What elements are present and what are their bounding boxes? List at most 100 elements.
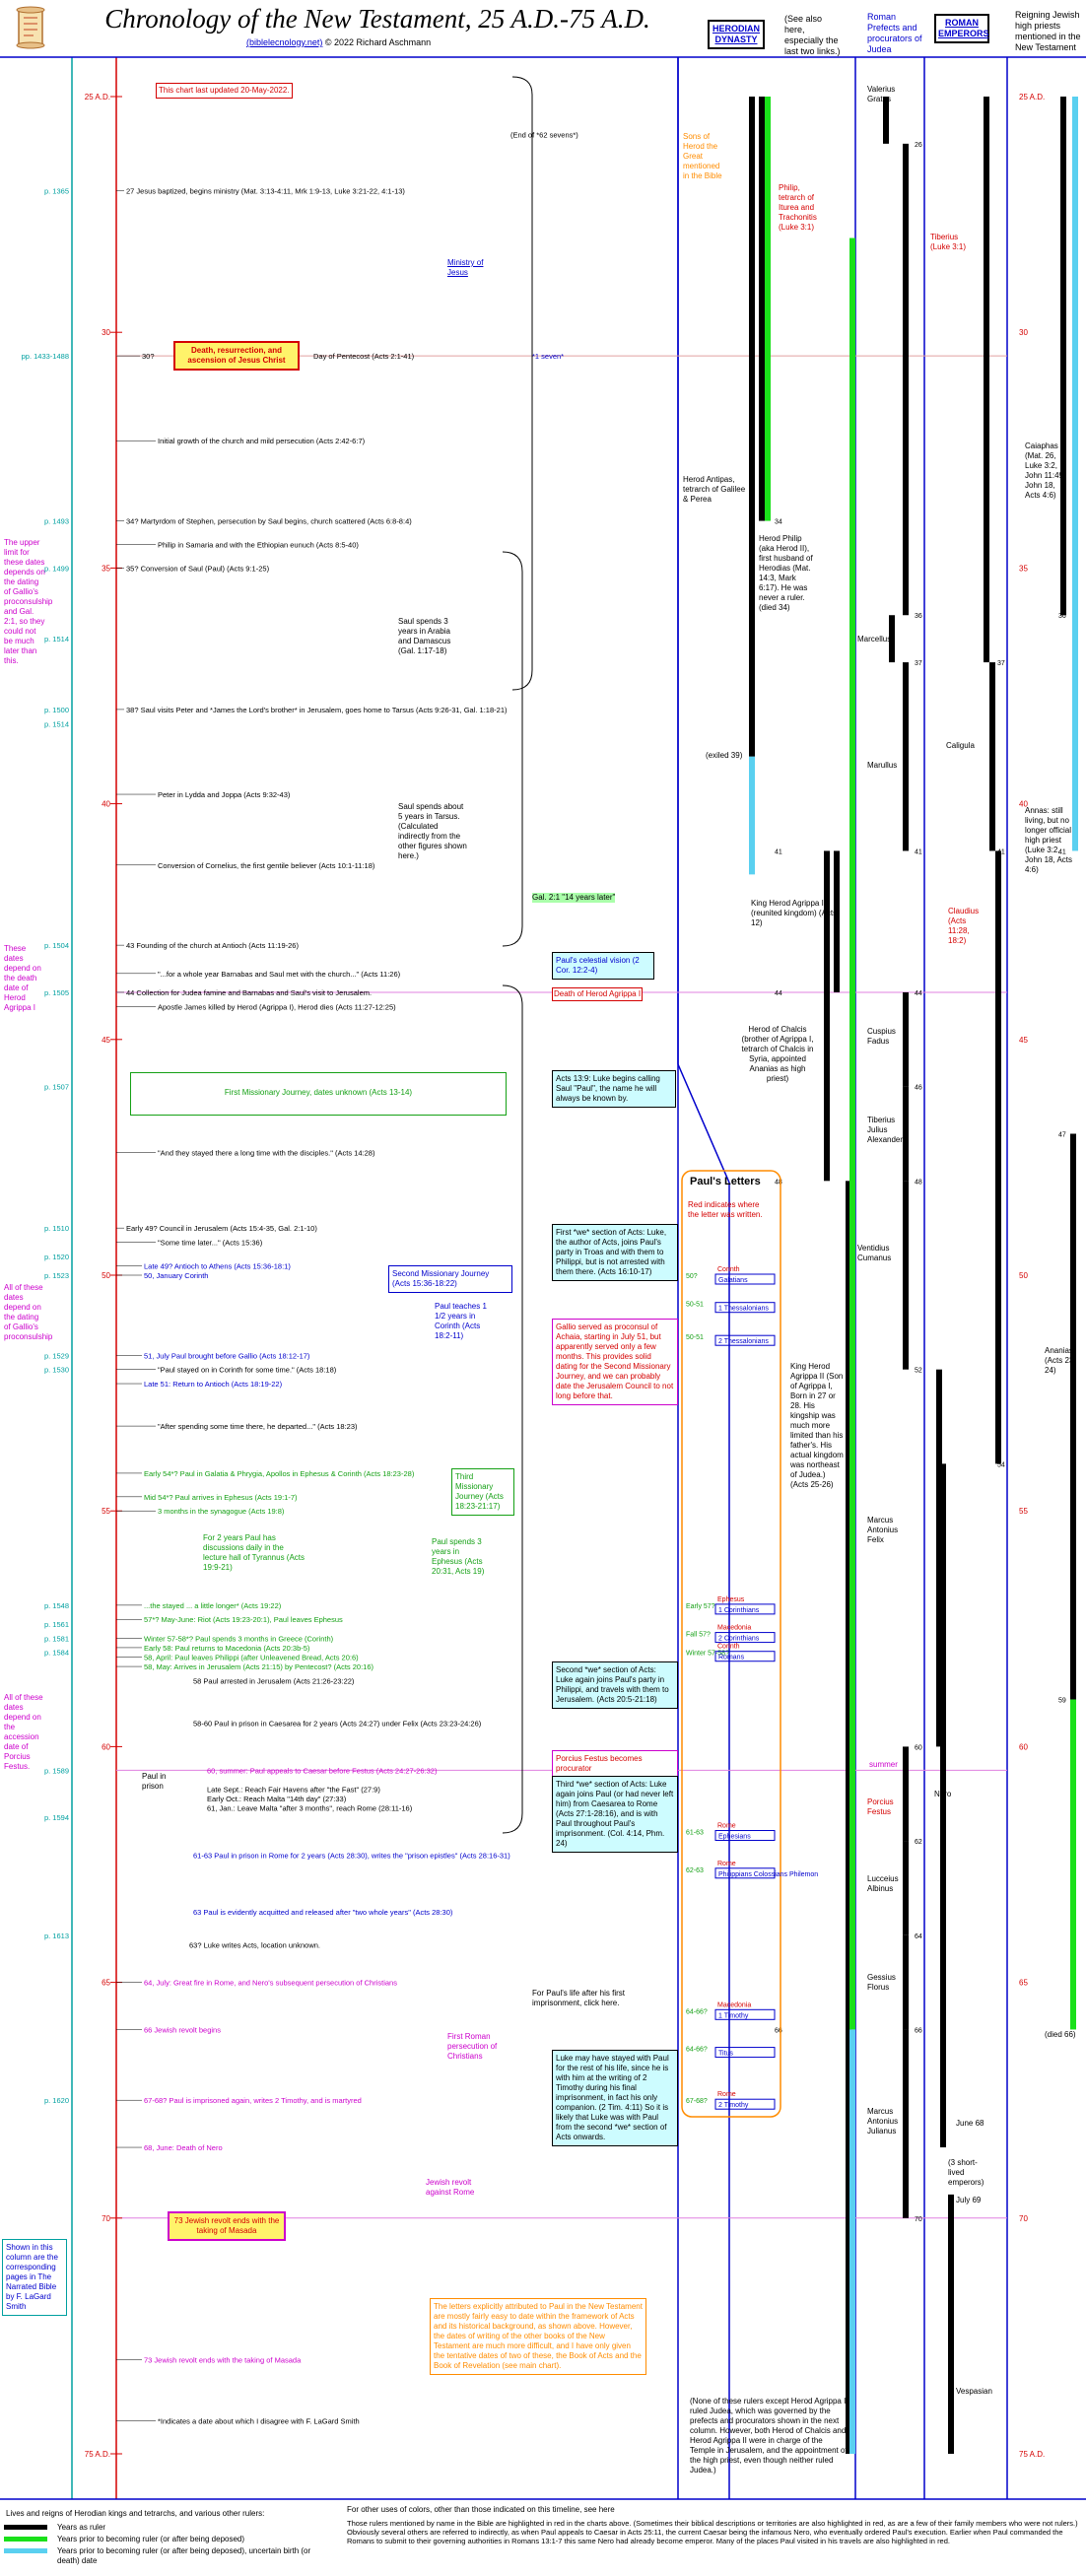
priest-ananias: Ananias (Acts 23, 24) xyxy=(1045,1346,1076,1375)
legend-row-1: Years as ruler xyxy=(57,2523,106,2532)
emperor-june68: June 68 xyxy=(956,2119,984,2128)
pauls-vision-box[interactable]: Paul's celestial vision (2 Cor. 12:2-4) xyxy=(552,952,654,980)
event-46: 68, June: Death of Nero xyxy=(144,2143,223,2152)
year-marker-prefect-13: 60 xyxy=(915,1744,922,1751)
event-48: 73 Jewish revolt ends with the taking of… xyxy=(144,2355,302,2364)
bar-caligula xyxy=(989,662,995,851)
event-22: "Paul stayed on in Corinth for some time… xyxy=(158,1366,337,1375)
year-marker-prefect-10: 46 xyxy=(915,1085,922,1092)
bar-valerius-gratus xyxy=(883,97,889,144)
agrippa-ii-note: King Herod Agrippa II (Son of Agrippa I,… xyxy=(790,1362,844,1489)
tick-label-right-2: 35 xyxy=(1019,564,1028,573)
exiled-note: (exiled 39) xyxy=(706,751,743,760)
event-12: 43 Founding of the church at Antioch (Ac… xyxy=(126,941,299,950)
letter-date-10: 67-68? xyxy=(686,2098,708,2105)
year-marker-prefect-12: 52 xyxy=(915,1368,922,1375)
death-resurrection-box: Death, resurrection, and ascension of Je… xyxy=(173,341,300,371)
prefect-marcellus: Marcellus xyxy=(857,635,892,644)
saul-arabia-note: Saul spends 3 years in Arabia and Damasc… xyxy=(398,617,451,655)
letter-place-4: Macedonia xyxy=(717,1625,751,1632)
bar-herod-antipas xyxy=(749,97,755,757)
footer-note: Those rulers mentioned by name in the Bi… xyxy=(347,2519,1078,2545)
letter-place-10: Rome xyxy=(717,2091,736,2098)
event-30: Winter 57-58*? Paul spends 3 months in G… xyxy=(144,1634,334,1643)
year-marker-priest-21: 36 xyxy=(1058,613,1066,620)
three-years-ephesus-note: Paul spends 3 years in Ephesus (Acts 20:… xyxy=(432,1537,485,1576)
emperor-tiberius: Tiberius (Luke 3:1) xyxy=(930,233,967,251)
event-14: 44 Collection for Judea famine and Barna… xyxy=(126,988,372,997)
tick-label-right-5: 50 xyxy=(1019,1271,1028,1280)
bar-herod-of-chalcis xyxy=(824,850,830,1182)
tick-label-right-0: 25 A.D. xyxy=(1019,93,1045,102)
saul-tarsus-note: Saul spends about 5 years in Tarsus. (Ca… xyxy=(398,802,467,860)
page-ref-11: p. 1520 xyxy=(44,1253,69,1261)
prefect-marullus: Marullus xyxy=(867,761,898,770)
event-32: 58, April: Paul leaves Philippi (after U… xyxy=(144,1654,359,1662)
letter-date-0: 50? xyxy=(686,1273,698,1280)
event-31: Early 58: Paul returns to Macedonia (Act… xyxy=(144,1644,310,1653)
letter-box-9 xyxy=(714,2047,776,2059)
event-24: "After spending some time there, he depa… xyxy=(158,1422,358,1431)
emperor-claudius: Claudius (Acts 11:28, 18:2) xyxy=(948,907,980,945)
herod-antipas-note: Herod Antipas, tetrarch of Galilee & Per… xyxy=(683,475,746,504)
prefect-tiberius-ja: Tiberius Julius Alexander xyxy=(867,1116,904,1144)
event-25: Early 54*? Paul in Galatia & Phrygia, Ap… xyxy=(144,1469,415,1478)
gallio-dates-note: All of these dates depend on the dating … xyxy=(4,1283,53,1341)
page-ref-19: p. 1589 xyxy=(44,1766,69,1775)
letter-box-3 xyxy=(714,1603,776,1615)
page-ref-12: p. 1523 xyxy=(44,1271,69,1280)
letter-box-0 xyxy=(714,1273,776,1285)
page-ref-6: p. 1514 xyxy=(44,719,69,728)
tick-label-right-3: 40 xyxy=(1019,800,1028,809)
year-marker-prefect-6: 36 xyxy=(915,613,922,620)
event-0: (End of *62 sevens*) xyxy=(510,130,578,139)
bar-marullus xyxy=(903,662,909,851)
letter-box-5 xyxy=(714,1651,776,1662)
none-of-rulers-note: (None of these rulers except Herod Agrip… xyxy=(690,2397,848,2474)
letter-book-7: Philippians Colossians Philemon xyxy=(718,1871,818,1878)
letter-date-3: Early 57? xyxy=(686,1603,715,1610)
event-34: 58 Paul arrested in Jerusalem (Acts 21:2… xyxy=(193,1676,355,1685)
bar-pontius-pilate xyxy=(903,143,909,616)
herodian-header[interactable]: HERODIAN DYNASTY xyxy=(708,20,765,49)
bar-ananias-green xyxy=(1070,1699,1076,2030)
prefect-cuspius: Cuspius Fadus xyxy=(867,1027,896,1046)
letter-book-5: Romans xyxy=(718,1655,745,1661)
bar-agrippa-ii-blue xyxy=(849,2029,855,2454)
bar-herod-antipas-deposed xyxy=(749,756,755,875)
page-ref-0: p. 1365 xyxy=(44,187,69,196)
letter-date-8: 64-66? xyxy=(686,2008,708,2015)
letter-date-5: Winter 57-58? xyxy=(686,1651,729,1658)
site-link[interactable]: (biblelecnology.net) xyxy=(246,37,323,47)
page-ref-3: p. 1499 xyxy=(44,564,69,573)
tick-label-right-4: 45 xyxy=(1019,1036,1028,1045)
year-marker-prefect-9: 44 xyxy=(915,990,922,997)
year-marker-prefect-15: 64 xyxy=(915,1933,922,1940)
bar-nero xyxy=(940,1463,946,2148)
other-uses-link[interactable]: For other uses of colors, other than tho… xyxy=(347,2505,615,2514)
after-first-imprisonment-link[interactable]: For Paul's life after his first imprison… xyxy=(532,1989,625,2007)
page-ref-2: p. 1493 xyxy=(44,517,69,526)
legend-title: Lives and reigns of Herodian kings and t… xyxy=(6,2509,265,2518)
bar-tiberius-julius-alexander xyxy=(903,1086,909,1182)
page-ref-4: p. 1514 xyxy=(44,635,69,644)
death-herod-box[interactable]: Death of Herod Agrippa I xyxy=(552,987,644,1001)
year-marker-prefect-16: 66 xyxy=(915,2027,922,2034)
page-title: Chronology of the New Testament, 25 A.D.… xyxy=(104,4,650,34)
event-41: 63 Paul is evidently acquitted and relea… xyxy=(193,1908,453,1917)
emperor-vespasian: Vespasian xyxy=(956,2387,992,2396)
event-21: 51, July Paul brought before Gallio (Act… xyxy=(144,1351,310,1360)
year-marker-priest-24: 59 xyxy=(1058,1698,1066,1705)
ministry-of-jesus-label[interactable]: Ministry of Jesus xyxy=(447,258,484,277)
event-44: 66 Jewish revolt begins xyxy=(144,2025,221,2034)
letter-place-5: Corinth xyxy=(717,1644,740,1651)
event-4: *1 seven* xyxy=(532,352,564,361)
emperors-header[interactable]: ROMAN EMPERORS xyxy=(934,14,989,43)
legend-swatch-blue xyxy=(4,2548,47,2553)
tick-label-left-0: 25 A.D. xyxy=(85,93,110,102)
page-ref-8: p. 1505 xyxy=(44,988,69,997)
letters-explicit-box: The letters explicitly attributed to Pau… xyxy=(430,2298,646,2375)
letter-place-6: Rome xyxy=(717,1823,736,1830)
festus-dates-note: All of these dates depend on the accessi… xyxy=(4,1693,43,1771)
